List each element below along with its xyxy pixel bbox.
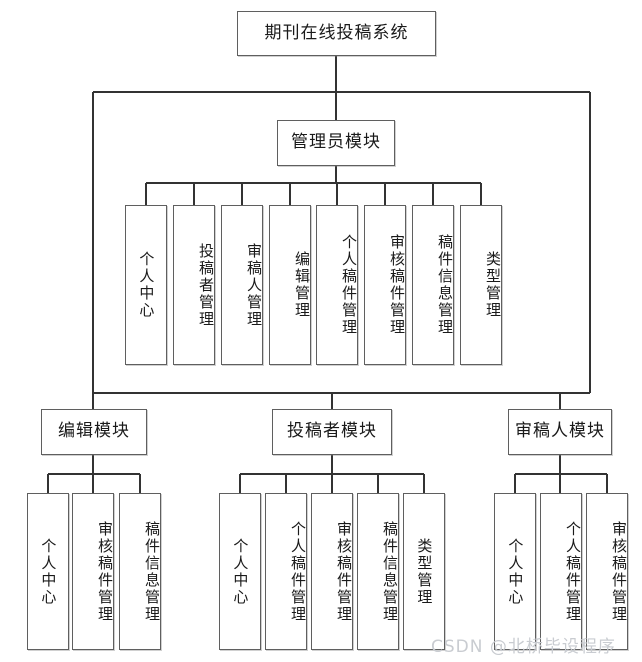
reviewer-child-personal-center[interactable]: 个人中心 [494,493,536,650]
contributor-child-type-management[interactable]: 类型管理 [403,493,445,650]
module-node-admin[interactable]: 管理员模块 [277,120,395,166]
admin-child-personal-manuscript-management[interactable]: 个人稿件管理 [316,205,358,365]
editor-child-review-manuscript-management[interactable]: 审核稿件管理 [72,493,114,650]
module-node-contributor[interactable]: 投稿者模块 [272,409,392,455]
contributor-child-personal-manuscript-management[interactable]: 个人稿件管理 [265,493,307,650]
contributor-child-review-manuscript-management[interactable]: 审核稿件管理 [311,493,353,650]
editor-child-manuscript-info-management[interactable]: 稿件信息管理 [119,493,161,650]
contributor-child-manuscript-info-management[interactable]: 稿件信息管理 [357,493,399,650]
admin-child-editor-management[interactable]: 编辑管理 [269,205,311,365]
root-node-journal-submission-system[interactable]: 期刊在线投稿系统 [237,11,436,56]
csdn-watermark: CSDN @北桥毕设程序 [431,637,616,657]
admin-child-reviewer-management[interactable]: 审稿人管理 [221,205,263,365]
admin-child-personal-center[interactable]: 个人中心 [125,205,167,365]
editor-child-personal-center[interactable]: 个人中心 [27,493,69,650]
module-node-editor[interactable]: 编辑模块 [41,409,147,455]
module-node-reviewer[interactable]: 审稿人模块 [508,409,612,455]
reviewer-child-review-manuscript-management[interactable]: 审核稿件管理 [586,493,628,650]
reviewer-child-personal-manuscript-management[interactable]: 个人稿件管理 [540,493,582,650]
admin-child-type-management[interactable]: 类型管理 [460,205,502,365]
admin-child-contributor-management[interactable]: 投稿者管理 [173,205,215,365]
admin-child-review-manuscript-management[interactable]: 审核稿件管理 [364,205,406,365]
contributor-child-personal-center[interactable]: 个人中心 [219,493,261,650]
admin-child-manuscript-info-management[interactable]: 稿件信息管理 [412,205,454,365]
